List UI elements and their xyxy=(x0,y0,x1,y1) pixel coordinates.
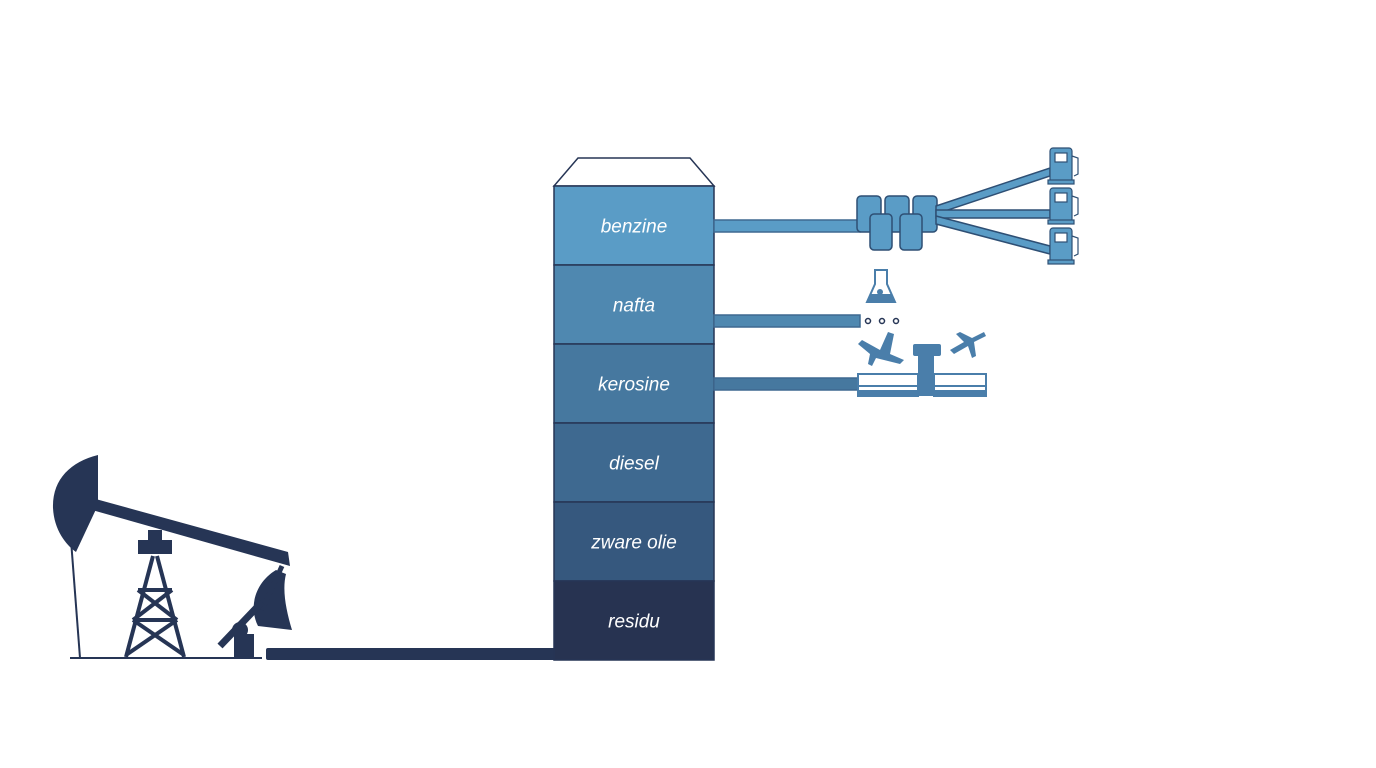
fraction-label-residu: residu xyxy=(608,612,660,633)
fraction-diesel xyxy=(553,422,715,503)
airport-terminal-icon xyxy=(857,373,987,397)
fraction-residu xyxy=(553,580,715,661)
fuel-pump-icon xyxy=(1047,187,1079,225)
airplane-icon xyxy=(858,332,904,366)
benzine-pipe xyxy=(713,219,861,233)
fraction-label-zware-olie: zware olie xyxy=(590,533,677,554)
column-cap xyxy=(552,157,716,187)
fraction-nafta xyxy=(553,264,715,345)
fuel-pump-icon xyxy=(1047,147,1079,185)
fraction-label-nafta: nafta xyxy=(613,296,655,317)
nafta-pipe xyxy=(713,314,861,328)
kerosine-pipe xyxy=(713,377,861,391)
fraction-label-benzine: benzine xyxy=(601,217,668,238)
fraction-zware-olie xyxy=(553,501,715,582)
control-tower-icon xyxy=(913,344,941,396)
pump-jack-icon xyxy=(52,455,292,659)
fuel-pump-icon xyxy=(1047,227,1079,265)
benzine-manifold xyxy=(856,166,1051,255)
flask-icon xyxy=(865,269,897,303)
feed-pipe xyxy=(266,648,558,660)
fraction-benzine xyxy=(553,185,715,266)
fraction-label-kerosine: kerosine xyxy=(598,375,670,396)
airplane-icon xyxy=(950,332,986,358)
distillation-column: benzine nafta kerosine diesel zware olie resi… xyxy=(552,157,716,661)
fraction-kerosine xyxy=(553,343,715,424)
dots-icon xyxy=(864,317,900,325)
fraction-label-diesel: diesel xyxy=(609,454,659,475)
